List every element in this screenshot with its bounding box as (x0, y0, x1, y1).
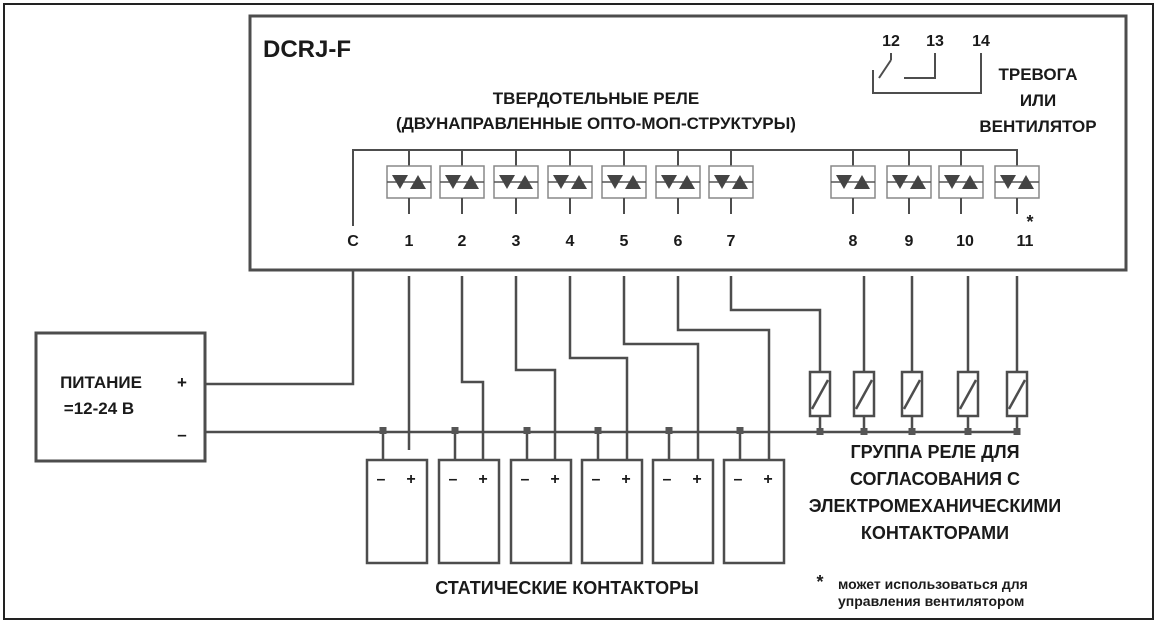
wire-terminal-3 (514, 276, 557, 460)
terminal-11-asterisk: * (1026, 212, 1033, 232)
contactor-minus-label: – (734, 471, 743, 488)
static-contactor-2: –+ (437, 427, 501, 565)
power-supply-minus: – (177, 425, 186, 444)
power-supply-plus: + (177, 373, 187, 392)
static-contactor-5: –+ (651, 427, 715, 565)
supply-positive-wire (205, 270, 355, 386)
terminal-3: 3 (512, 233, 521, 250)
contactor-minus-label: – (377, 471, 386, 488)
static-contactor-4: –+ (580, 427, 644, 565)
interface-relay-2 (852, 370, 876, 435)
ssr-11 (994, 150, 1040, 214)
terminal-7: 7 (727, 233, 736, 250)
ssr-3 (493, 150, 539, 214)
footnote-line2: управления вентилятором (838, 593, 1024, 609)
contactor-plus-label: + (763, 471, 772, 488)
terminal-5: 5 (620, 233, 629, 250)
terminal-9: 9 (905, 233, 914, 250)
alarm-label-line1: ТРЕВОГА (999, 65, 1078, 84)
solid-state-relays (386, 150, 1040, 214)
interface-relay-5 (1005, 370, 1029, 435)
ssr-10 (938, 150, 984, 214)
contactor-plus-label: + (550, 471, 559, 488)
ssr-2 (439, 150, 485, 214)
terminal-common: C (347, 233, 359, 250)
alarm-label-line3: ВЕНТИЛЯТОР (979, 117, 1096, 136)
contactor-plus-label: + (692, 471, 701, 488)
ssr-1 (386, 150, 432, 214)
alarm-terminal-12: 12 (882, 33, 900, 50)
outer-frame (3, 3, 1154, 620)
contactor-minus-label: – (592, 471, 601, 488)
terminal-10: 10 (956, 233, 974, 250)
interface-relay-4 (956, 370, 980, 435)
ssr-8 (830, 150, 876, 214)
wire-terminal-7 (729, 276, 822, 372)
terminal-6: 6 (674, 233, 683, 250)
power-supply-box (34, 331, 207, 463)
alarm-relay-contact-symbol (872, 53, 982, 94)
footnote-line1: может использоваться для (838, 576, 1028, 592)
ssr-6 (655, 150, 701, 214)
output-wires (407, 276, 1019, 460)
contactor-minus-label: – (449, 471, 458, 488)
terminal-4: 4 (566, 233, 575, 250)
ssr-7 (708, 150, 754, 214)
relay-heading-line2: (ДВУНАПРАВЛЕННЫЕ ОПТО-МОП-СТРУКТУРЫ) (396, 114, 796, 133)
contactor-plus-label: + (406, 471, 415, 488)
ssr-4 (547, 150, 593, 214)
alarm-label-line2: ИЛИ (1020, 91, 1056, 110)
wire-terminal-2 (460, 276, 485, 460)
power-supply-label-line1: ПИТАНИЕ (60, 373, 142, 392)
static-contactor-6: –+ (722, 427, 786, 565)
terminal-11: 11 (1017, 233, 1034, 250)
contactor-minus-label: – (663, 471, 672, 488)
interface-relays-label-line1: ГРУППА РЕЛЕ ДЛЯ (850, 442, 1019, 462)
static-contactors: –+–+–+–+–+–+ (365, 427, 786, 565)
ssr-5 (601, 150, 647, 214)
contactor-plus-label: + (478, 471, 487, 488)
terminal-1: 1 (405, 233, 414, 250)
terminal-2: 2 (458, 233, 467, 250)
contactor-plus-label: + (621, 471, 630, 488)
interface-relays-label-line2: СОГЛАСОВАНИЯ С (850, 469, 1020, 489)
interface-relay-1 (808, 370, 832, 435)
device-title: DCRJ-F (263, 36, 351, 63)
interface-relays-label-line3: ЭЛЕКТРОМЕХАНИЧЕСКИМИ (809, 496, 1061, 516)
static-contactor-1: –+ (365, 427, 429, 565)
interface-relay-3 (900, 370, 924, 435)
ssr-9 (886, 150, 932, 214)
interface-relays-label-line4: КОНТАКТОРАМИ (861, 523, 1009, 543)
footnote-asterisk: * (816, 572, 823, 592)
interface-relays (808, 370, 1029, 435)
static-contactor-3: –+ (509, 427, 573, 565)
wire-terminal-5 (622, 276, 700, 460)
wire-terminal-6 (676, 276, 771, 460)
contactor-minus-label: – (521, 471, 530, 488)
alarm-terminal-14: 14 (972, 33, 990, 50)
power-supply-label-line2: =12-24 В (64, 399, 134, 418)
alarm-terminal-13: 13 (926, 33, 944, 50)
wire-terminal-4 (568, 276, 629, 460)
static-contactors-label: СТАТИЧЕСКИЕ КОНТАКТОРЫ (435, 578, 699, 598)
relay-heading-line1: ТВЕРДОТЕЛЬНЫЕ РЕЛЕ (493, 89, 699, 108)
device-body (248, 14, 1128, 272)
terminal-8: 8 (849, 233, 858, 250)
